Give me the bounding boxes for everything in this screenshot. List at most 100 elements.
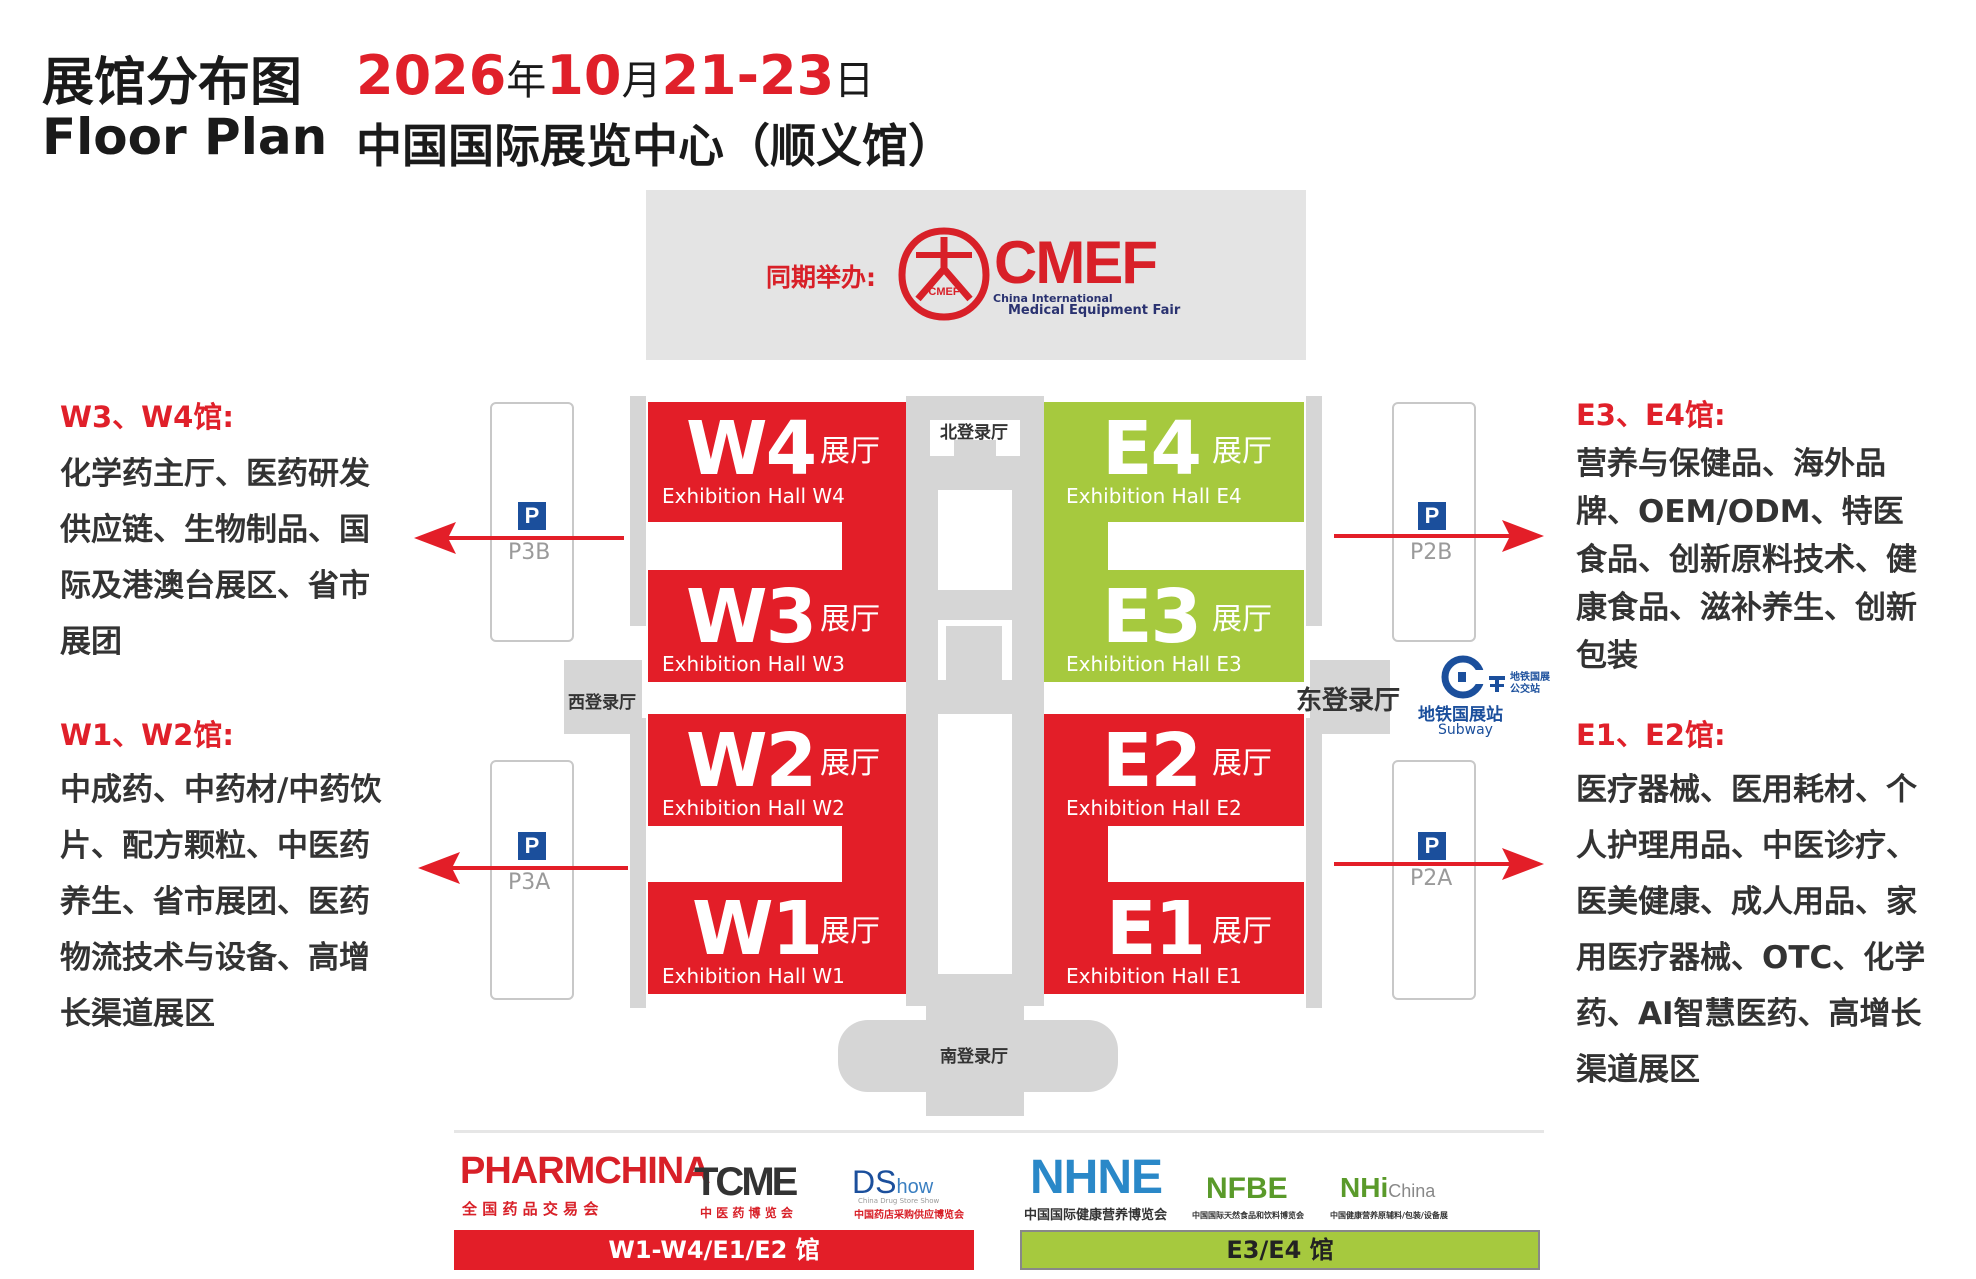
east-lobby-label: 东登录厅 (1296, 686, 1401, 716)
ds-logo-how: how (896, 1176, 934, 1198)
concourse-court-2 (938, 490, 1012, 590)
date-year-unit: 年 (506, 58, 547, 104)
hall-w2-zt: 展厅 (820, 746, 880, 781)
hall-e1[interactable]: E1 展厅 Exhibition Hall E1 (1044, 882, 1304, 994)
section-e12-line: 用医疗器械、OTC、化学 (1576, 940, 1926, 976)
section-e34-line: 康食品、滋补养生、创新 (1576, 590, 1917, 626)
section-e34-line: 营养与保健品、海外品 (1576, 446, 1886, 482)
north-lobby-block (954, 440, 996, 482)
ds-logo: DShow (852, 1164, 933, 1201)
section-e34-title: E3、E4馆: (1576, 398, 1726, 432)
nfbe-cn: 中国国际天然食品和饮料博览会 (1192, 1211, 1304, 1220)
cmef-name: CMEF (994, 229, 1158, 296)
hall-e1-zt: 展厅 (1212, 914, 1272, 949)
hall-w4[interactable]: W4 展厅 Exhibition Hall W4 (648, 402, 906, 522)
section-w12-line: 养生、省市展团、医药 (60, 884, 370, 920)
section-e12-title: E1、E2馆: (1576, 718, 1726, 752)
parking-p2a[interactable] (1392, 760, 1476, 1000)
section-e34-line: 食品、创新原料技术、健 (1576, 542, 1917, 578)
hall-e4[interactable]: E4 展厅 Exhibition Hall E4 (1044, 402, 1304, 522)
section-e34-line: 牌、OEM/ODM、特医 (1576, 494, 1904, 530)
hall-w4-zt: 展厅 (820, 434, 880, 469)
cmef-sub2: Medical Equipment Fair (1008, 303, 1181, 318)
hall-e1-code: E1 (1106, 886, 1206, 972)
footer-divider (454, 1130, 1544, 1133)
nhi-logo-nhi: NHi (1340, 1172, 1389, 1203)
section-e12-line: 人护理用品、中医诊疗、 (1576, 828, 1917, 864)
venue-name: 中国国际展览中心（顺义馆） (356, 119, 954, 173)
hall-e4-code: E4 (1102, 406, 1202, 492)
hall-w2[interactable]: W2 展厅 Exhibition Hall W2 (648, 714, 906, 826)
arrow-right-icon (1334, 848, 1544, 880)
south-lobby-label: 南登录厅 (940, 1047, 1008, 1067)
hall-e3[interactable]: E3 展厅 Exhibition Hall E3 (1044, 570, 1304, 682)
footer-band-left: W1-W4/E1/E2 馆 (454, 1230, 974, 1270)
hall-w3-block (648, 570, 906, 682)
date-month: 10 (546, 44, 622, 107)
hall-e3-en: Exhibition Hall E3 (1066, 652, 1242, 676)
hall-w3-code: W3 (686, 574, 817, 660)
subway-station-label: 地铁国展站 (1418, 705, 1503, 725)
north-lobby-label: 北登录厅 (940, 423, 1008, 443)
cmef-banner (646, 190, 1306, 360)
west-lobby-label: 西登录厅 (568, 693, 636, 713)
south-lobby-stem (926, 1000, 1024, 1116)
footer-band-right: E3/E4 馆 (1020, 1230, 1540, 1270)
section-w12-title: W1、W2馆: (60, 718, 234, 752)
parking-p2a-label: P2A (1410, 866, 1453, 891)
parking-p3a-badge: P (518, 832, 546, 860)
parking-p3b-label: P3B (508, 540, 551, 565)
cmef-logo-text: CMEF (928, 286, 959, 298)
hall-w1-block (648, 882, 906, 994)
section-w12-line: 片、配方颗粒、中医药 (60, 828, 370, 864)
cmef-prefix: 同期举办: (766, 263, 876, 292)
cmef-sub1: China International (993, 292, 1113, 305)
hall-e3-zt: 展厅 (1212, 602, 1272, 637)
hall-w4-code: W4 (686, 406, 817, 492)
hall-e4-zt: 展厅 (1212, 434, 1272, 469)
ds-sub: China Drug Store Show (858, 1197, 940, 1205)
section-w12-line: 中成药、中药材/中药饮 (60, 772, 382, 808)
hall-e4-en: Exhibition Hall E4 (1066, 484, 1242, 508)
section-e34-body: 营养与保健品、海外品 牌、OEM/ODM、特医 食品、创新原料技术、健 康食品、… (1576, 440, 1976, 680)
hall-w3-en: Exhibition Hall W3 (662, 652, 845, 676)
hall-w1-en: Exhibition Hall W1 (662, 964, 845, 988)
subway-icon (1441, 655, 1486, 699)
east-wall-lower (1306, 718, 1322, 1008)
east-lobby-block (1310, 660, 1390, 734)
hall-e1-block (1044, 882, 1304, 994)
hall-w3-zt: 展厅 (820, 602, 880, 637)
hall-w3[interactable]: W3 展厅 Exhibition Hall W3 (648, 570, 906, 682)
hall-e2[interactable]: E2 展厅 Exhibition Hall E2 (1044, 714, 1304, 826)
hall-w1-zt: 展厅 (820, 914, 880, 949)
section-w12-body: 中成药、中药材/中药饮 片、配方颗粒、中医药 养生、省市展团、医药 物流技术与设… (60, 762, 440, 1042)
nhne-logo: NHNE (1030, 1151, 1163, 1204)
parking-p3b-badge: P (518, 502, 546, 530)
subway-bus-line1: 地铁国展 (1510, 672, 1550, 683)
hall-w1[interactable]: W1 展厅 Exhibition Hall W1 (648, 882, 906, 994)
west-lobby-block (564, 660, 642, 734)
hall-w2-en: Exhibition Hall W2 (662, 796, 845, 820)
parking-p3a[interactable] (490, 760, 574, 1000)
parking-p3a-label: P3A (508, 870, 551, 895)
section-w12: W1、W2馆: 中成药、中药材/中药饮 片、配方颗粒、中医药 养生、省市展团、医… (60, 712, 440, 1042)
nhi-logo-china: China (1388, 1181, 1436, 1201)
bus-icon (1489, 676, 1505, 692)
section-w34-body: 化学药主厅、医药研发 供应链、生物制品、国 际及港澳台展区、省市 展团 (60, 446, 420, 670)
parking-p2b-label: P2B (1410, 540, 1453, 565)
parking-p2a-badge: P (1418, 832, 1446, 860)
arrow-right-icon (1334, 520, 1544, 552)
pharmchina-logo: PHARMCHINA (460, 1150, 711, 1192)
section-e34: E3、E4馆: 营养与保健品、海外品 牌、OEM/ODM、特医 食品、创新原料技… (1576, 392, 1976, 680)
nhi-cn: 中国健康营养原辅料/包装/设备展 (1330, 1211, 1448, 1220)
cmef-logo-icon: CMEF (898, 227, 990, 321)
subway-bus-line2: 公交站 (1510, 684, 1540, 695)
west-wall-lower (630, 718, 646, 1008)
page-title-en: Floor Plan (42, 108, 328, 166)
concourse-court-4 (938, 714, 1012, 974)
ds-logo-ds: DS (852, 1164, 897, 1200)
hall-e3-code: E3 (1102, 574, 1202, 660)
date-year: 2026 (356, 44, 507, 107)
section-w34-title: W3、W4馆: (60, 400, 234, 434)
section-w34-line: 化学药主厅、医药研发 (60, 456, 370, 492)
